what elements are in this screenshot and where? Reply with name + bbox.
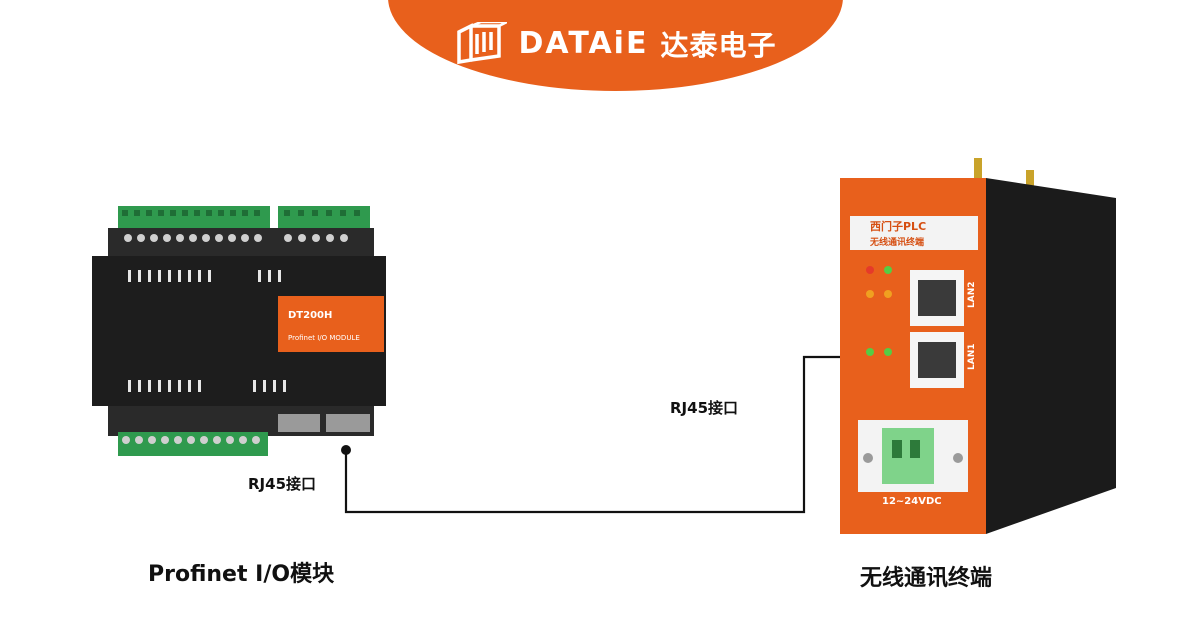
panel-title-1: 西门子PLC <box>870 219 926 233</box>
lan1-label: LAN1 <box>967 344 977 371</box>
left-device-name: Profinet I/O模块 <box>148 562 335 587</box>
brand-name: DATAiE <box>518 26 649 61</box>
right-device-name: 无线通讯终端 <box>860 566 993 591</box>
power-label: 12~24VDC <box>882 496 942 507</box>
wireless-terminal: 西门子PLC 无线通讯终端 LAN2 LAN1 12~24VDC <box>840 158 1116 534</box>
profinet-io-module: DT200H Profinet I/O MODULE <box>92 206 386 456</box>
lan2-label: LAN2 <box>967 282 977 309</box>
module-model-label: DT200H <box>288 310 332 321</box>
brand-name-cn: 达泰电子 <box>660 28 777 62</box>
module-subtitle-label: Profinet I/O MODULE <box>288 334 360 342</box>
left-port-label: RJ45接口 <box>248 475 317 493</box>
panel-title-2: 无线通讯终端 <box>869 236 924 248</box>
right-port-label: RJ45接口 <box>670 399 739 417</box>
dataie-logo-icon <box>456 21 507 64</box>
